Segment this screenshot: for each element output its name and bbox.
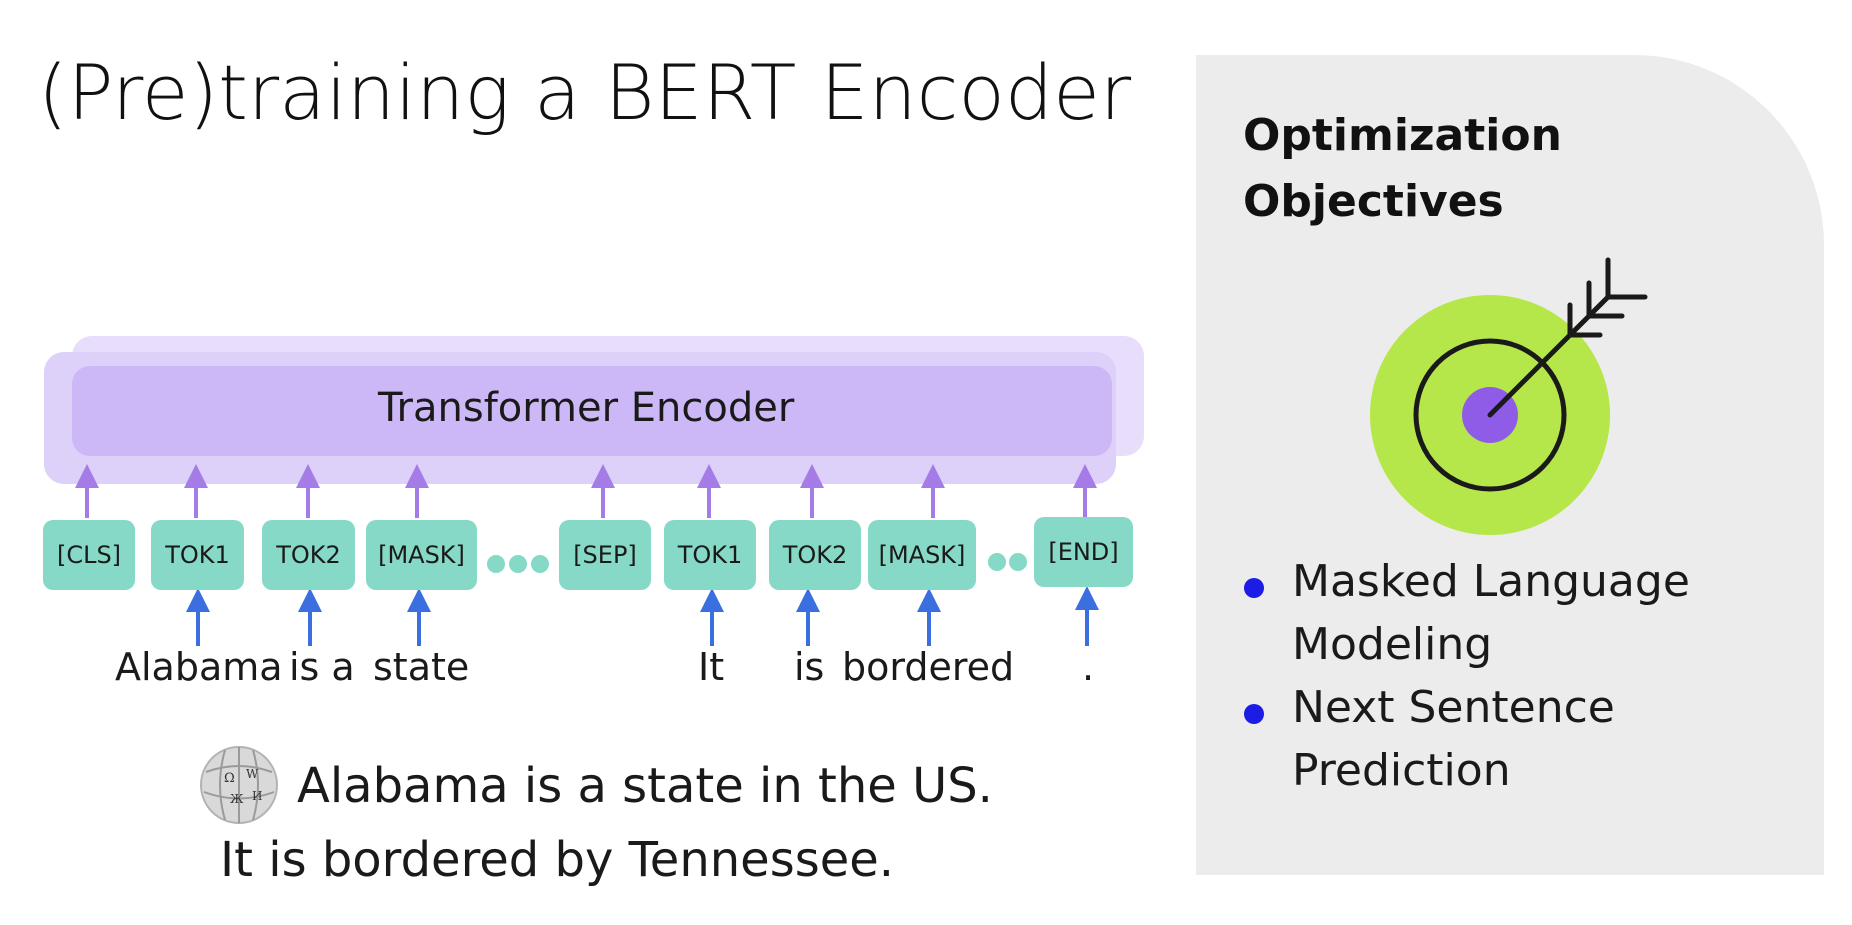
- word-is: is: [794, 645, 825, 689]
- token-tok2-a: TOK2: [262, 520, 355, 590]
- bert-diagram: Ω W Ж И Transformer Encoder [CLS] TOK1 T…: [43, 336, 1144, 888]
- source-sentence-line1: Alabama is a state in the US.: [297, 758, 993, 814]
- token-tok1-a: TOK1: [151, 520, 244, 590]
- panel-title-line2: Objectives: [1243, 176, 1504, 227]
- objective-label-cont: Prediction: [1292, 745, 1511, 796]
- panel-title-line1: Optimization: [1243, 110, 1562, 161]
- token-mask-a: [MASK]: [366, 520, 477, 590]
- token-mask-b: [MASK]: [868, 520, 976, 590]
- token-cls: [CLS]: [43, 520, 135, 590]
- svg-text:W: W: [246, 767, 259, 781]
- page-title: (Pre)training a BERT Encoder: [38, 48, 1132, 137]
- token-sep: [SEP]: [559, 520, 651, 590]
- target-arrow-icon: [1370, 257, 1648, 535]
- svg-text:Ж: Ж: [230, 792, 244, 806]
- bullet-icon: [1244, 578, 1264, 598]
- objectives-panel: Optimization Objectives Masked Language …: [1196, 55, 1824, 875]
- token-end: [END]: [1034, 517, 1133, 587]
- objective-label: Masked Language: [1292, 556, 1690, 607]
- token-tok1-b: TOK1: [664, 520, 756, 590]
- token-to-encoder-arrows: [75, 464, 1097, 518]
- word-state: state: [373, 645, 470, 689]
- word-alabama: Alabama: [115, 645, 283, 689]
- svg-text:Ω: Ω: [224, 771, 235, 786]
- word-bordered: bordered: [842, 645, 1015, 689]
- objectives-list: Masked Language Modeling Next Sentence P…: [1240, 550, 1690, 802]
- word-it: It: [698, 645, 725, 689]
- objective-item: Next Sentence Prediction: [1240, 676, 1690, 802]
- diagram-graphics: Ω W Ж И: [44, 336, 1144, 824]
- word-to-token-arrows: [186, 586, 1099, 646]
- source-sentence-line2: It is bordered by Tennessee.: [220, 832, 895, 888]
- objective-label-cont: Modeling: [1292, 619, 1493, 670]
- word-is-a: is a: [289, 645, 355, 689]
- svg-text:И: И: [252, 789, 262, 803]
- word-period: .: [1082, 645, 1095, 689]
- objective-item: Masked Language Modeling: [1240, 550, 1690, 676]
- ellipsis-dots-icon: [487, 553, 1027, 573]
- objective-label: Next Sentence: [1292, 682, 1615, 733]
- panel-title: Optimization Objectives: [1243, 103, 1562, 235]
- bullet-icon: [1244, 704, 1264, 724]
- wikipedia-globe-icon: Ω W Ж И: [200, 746, 278, 824]
- encoder-layer-front: [72, 366, 1112, 456]
- transformer-encoder-label: Transformer Encoder: [378, 385, 795, 431]
- token-tok2-b: TOK2: [769, 520, 861, 590]
